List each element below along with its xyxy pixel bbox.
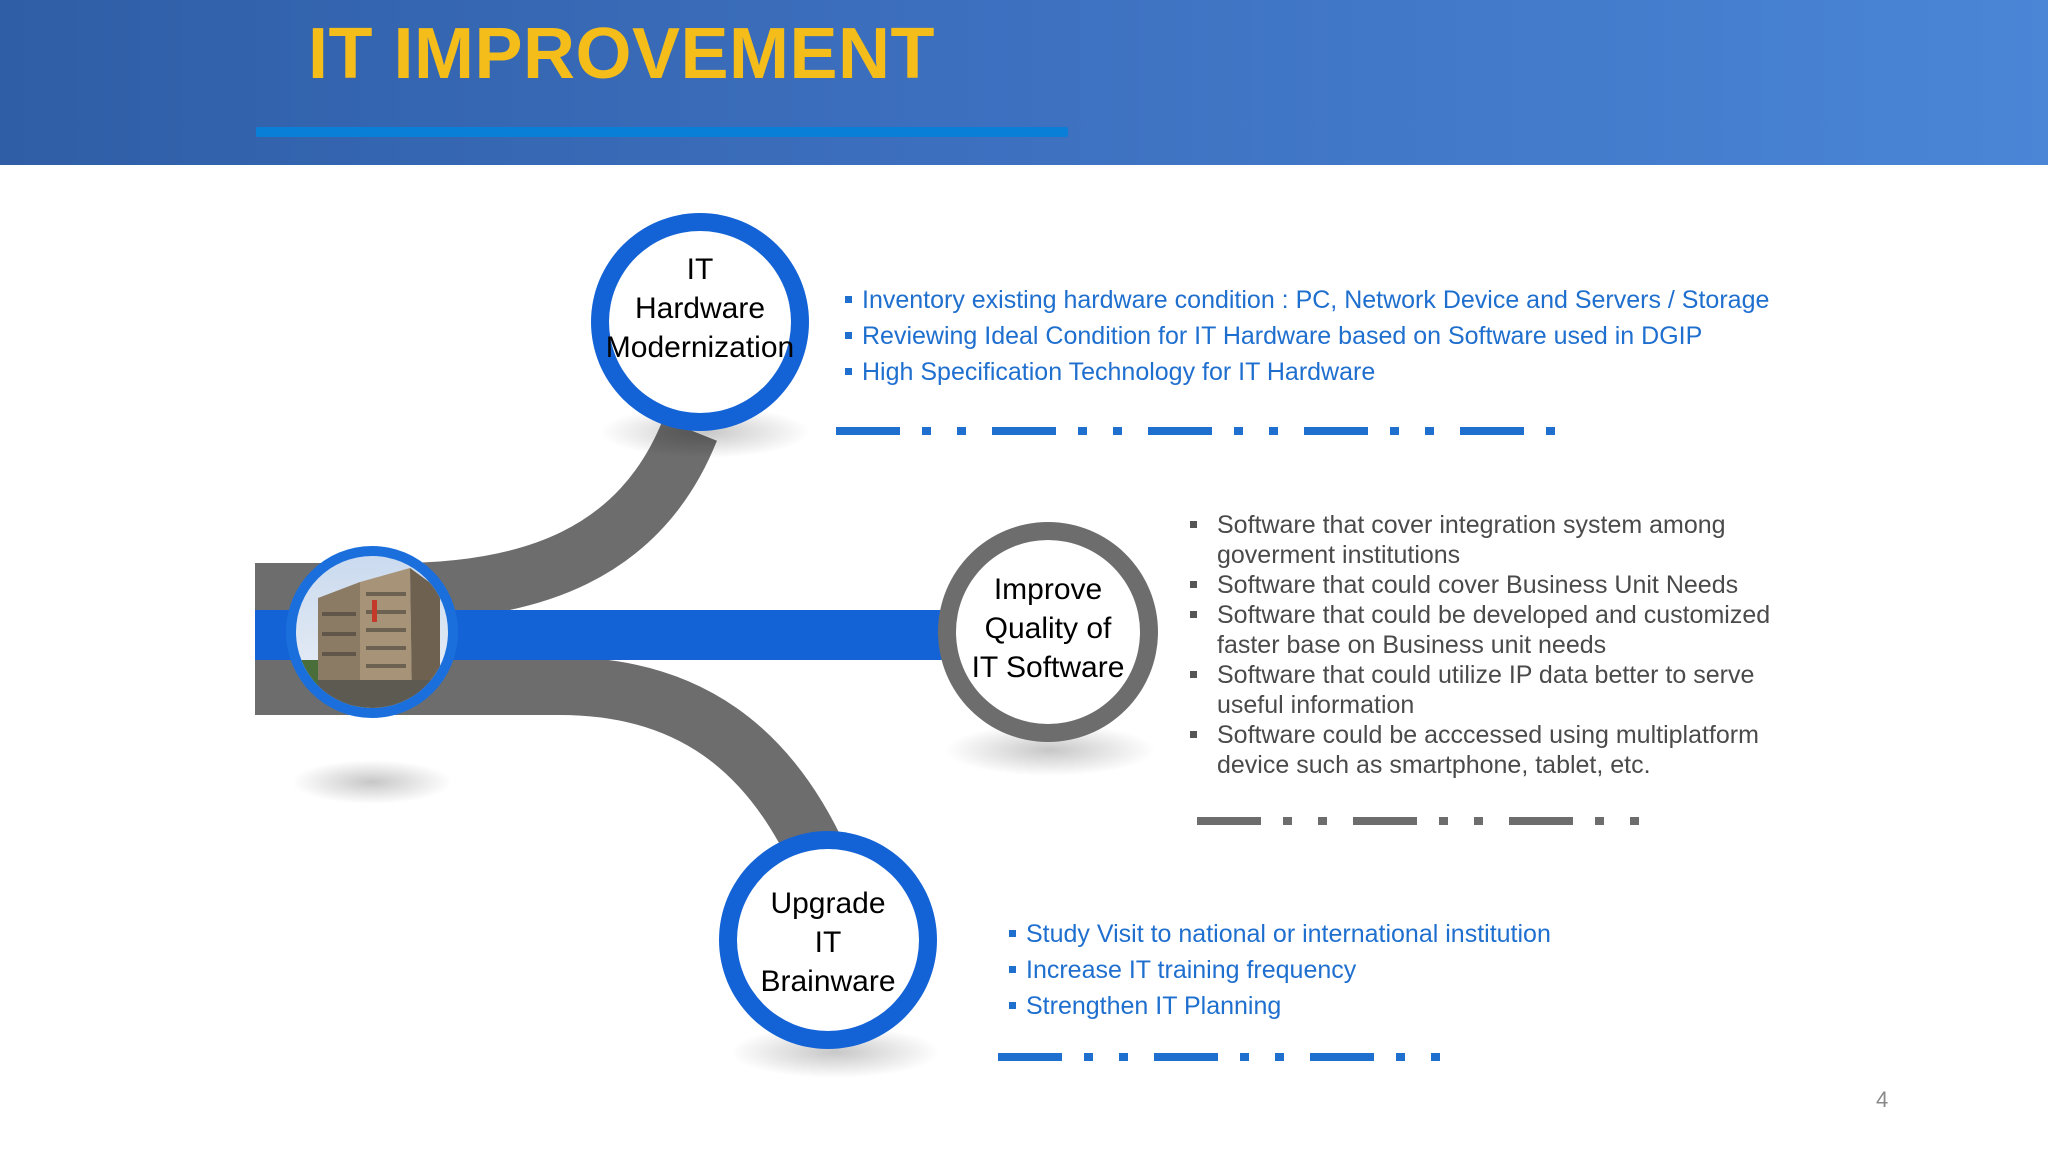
list-item: Software could be acccessed using multip… — [1188, 720, 1798, 780]
hub-shadow — [292, 760, 452, 804]
node-label-line: Modernization — [605, 331, 795, 364]
list-item: Software that cover integration system a… — [1188, 510, 1798, 570]
dash-segment — [836, 427, 900, 435]
dash-segment — [1197, 817, 1261, 825]
node-core-software — [956, 540, 1140, 724]
dash-segment — [1304, 427, 1368, 435]
dash-dot — [1396, 1053, 1405, 1061]
dash-dot — [1240, 1053, 1249, 1061]
node-label-line: Improve — [993, 573, 1103, 606]
dashed-divider-brainware — [998, 1053, 1440, 1061]
list-item: Increase IT training frequency — [1007, 952, 1707, 988]
page-number: 4 — [1876, 1087, 1889, 1112]
list-item: Strengthen IT Planning — [1007, 988, 1707, 1024]
dash-dot — [1474, 817, 1483, 825]
header-banner — [0, 0, 2048, 165]
dash-segment — [1460, 427, 1524, 435]
dash-dot — [1595, 817, 1604, 825]
software-bullet-list: Software that cover integration system a… — [1188, 510, 1798, 780]
building-photo — [296, 556, 448, 708]
node-label-line: Quality of — [984, 612, 1112, 645]
dashed-divider-hardware — [836, 427, 1555, 435]
node-shadow-software — [945, 724, 1155, 776]
list-item: Reviewing Ideal Condition for IT Hardwar… — [843, 318, 1843, 354]
dash-dot — [1431, 1053, 1440, 1061]
dash-dot — [1283, 817, 1292, 825]
dash-segment — [992, 427, 1056, 435]
dash-dot — [1546, 427, 1555, 435]
list-item: Software that could cover Business Unit … — [1188, 570, 1798, 600]
dash-dot — [1439, 817, 1448, 825]
dash-dot — [922, 427, 931, 435]
list-item: Study Visit to national or international… — [1007, 916, 1707, 952]
road-lower — [255, 657, 847, 873]
node-label-brainware: Upgrade IT Brainware — [710, 884, 946, 1001]
node-label-hardware: IT Hardware Modernization — [580, 250, 820, 367]
dash-dot — [1318, 817, 1327, 825]
dash-dot — [1119, 1053, 1128, 1061]
dash-segment — [1154, 1053, 1218, 1061]
hardware-bullet-list: Inventory existing hardware condition : … — [843, 282, 1843, 390]
title-underline — [256, 127, 1068, 137]
brainware-bullet-list: Study Visit to national or international… — [1007, 916, 1707, 1024]
dash-segment — [1148, 427, 1212, 435]
dash-segment — [1310, 1053, 1374, 1061]
list-item: Software that could be developed and cus… — [1188, 600, 1798, 660]
node-label-software: Improve Quality of IT Software — [930, 570, 1166, 687]
node-label-line: IT Software — [971, 651, 1125, 684]
dash-dot — [1425, 427, 1434, 435]
list-item: High Specification Technology for IT Har… — [843, 354, 1843, 390]
dash-dot — [1390, 427, 1399, 435]
node-label-line: IT — [686, 253, 714, 286]
dash-dot — [1113, 427, 1122, 435]
dash-dot — [1269, 427, 1278, 435]
dash-segment — [1509, 817, 1573, 825]
dash-dot — [1275, 1053, 1284, 1061]
dash-segment — [998, 1053, 1062, 1061]
dash-dot — [957, 427, 966, 435]
node-core-brainware — [737, 849, 919, 1031]
dash-segment — [1353, 817, 1417, 825]
list-item: Inventory existing hardware condition : … — [843, 282, 1843, 318]
page-title: IT IMPROVEMENT — [308, 14, 936, 94]
dash-dot — [1078, 427, 1087, 435]
dash-dot — [1630, 817, 1639, 825]
dash-dot — [1234, 427, 1243, 435]
node-core-hardware — [609, 231, 791, 413]
node-label-line: IT — [814, 926, 842, 959]
node-label-line: Upgrade — [770, 887, 886, 920]
node-label-line: Brainware — [760, 965, 896, 998]
dash-dot — [1084, 1053, 1093, 1061]
list-item: Software that could utilize IP data bett… — [1188, 660, 1798, 720]
node-label-line: Hardware — [634, 292, 766, 325]
dashed-divider-software — [1197, 817, 1639, 825]
